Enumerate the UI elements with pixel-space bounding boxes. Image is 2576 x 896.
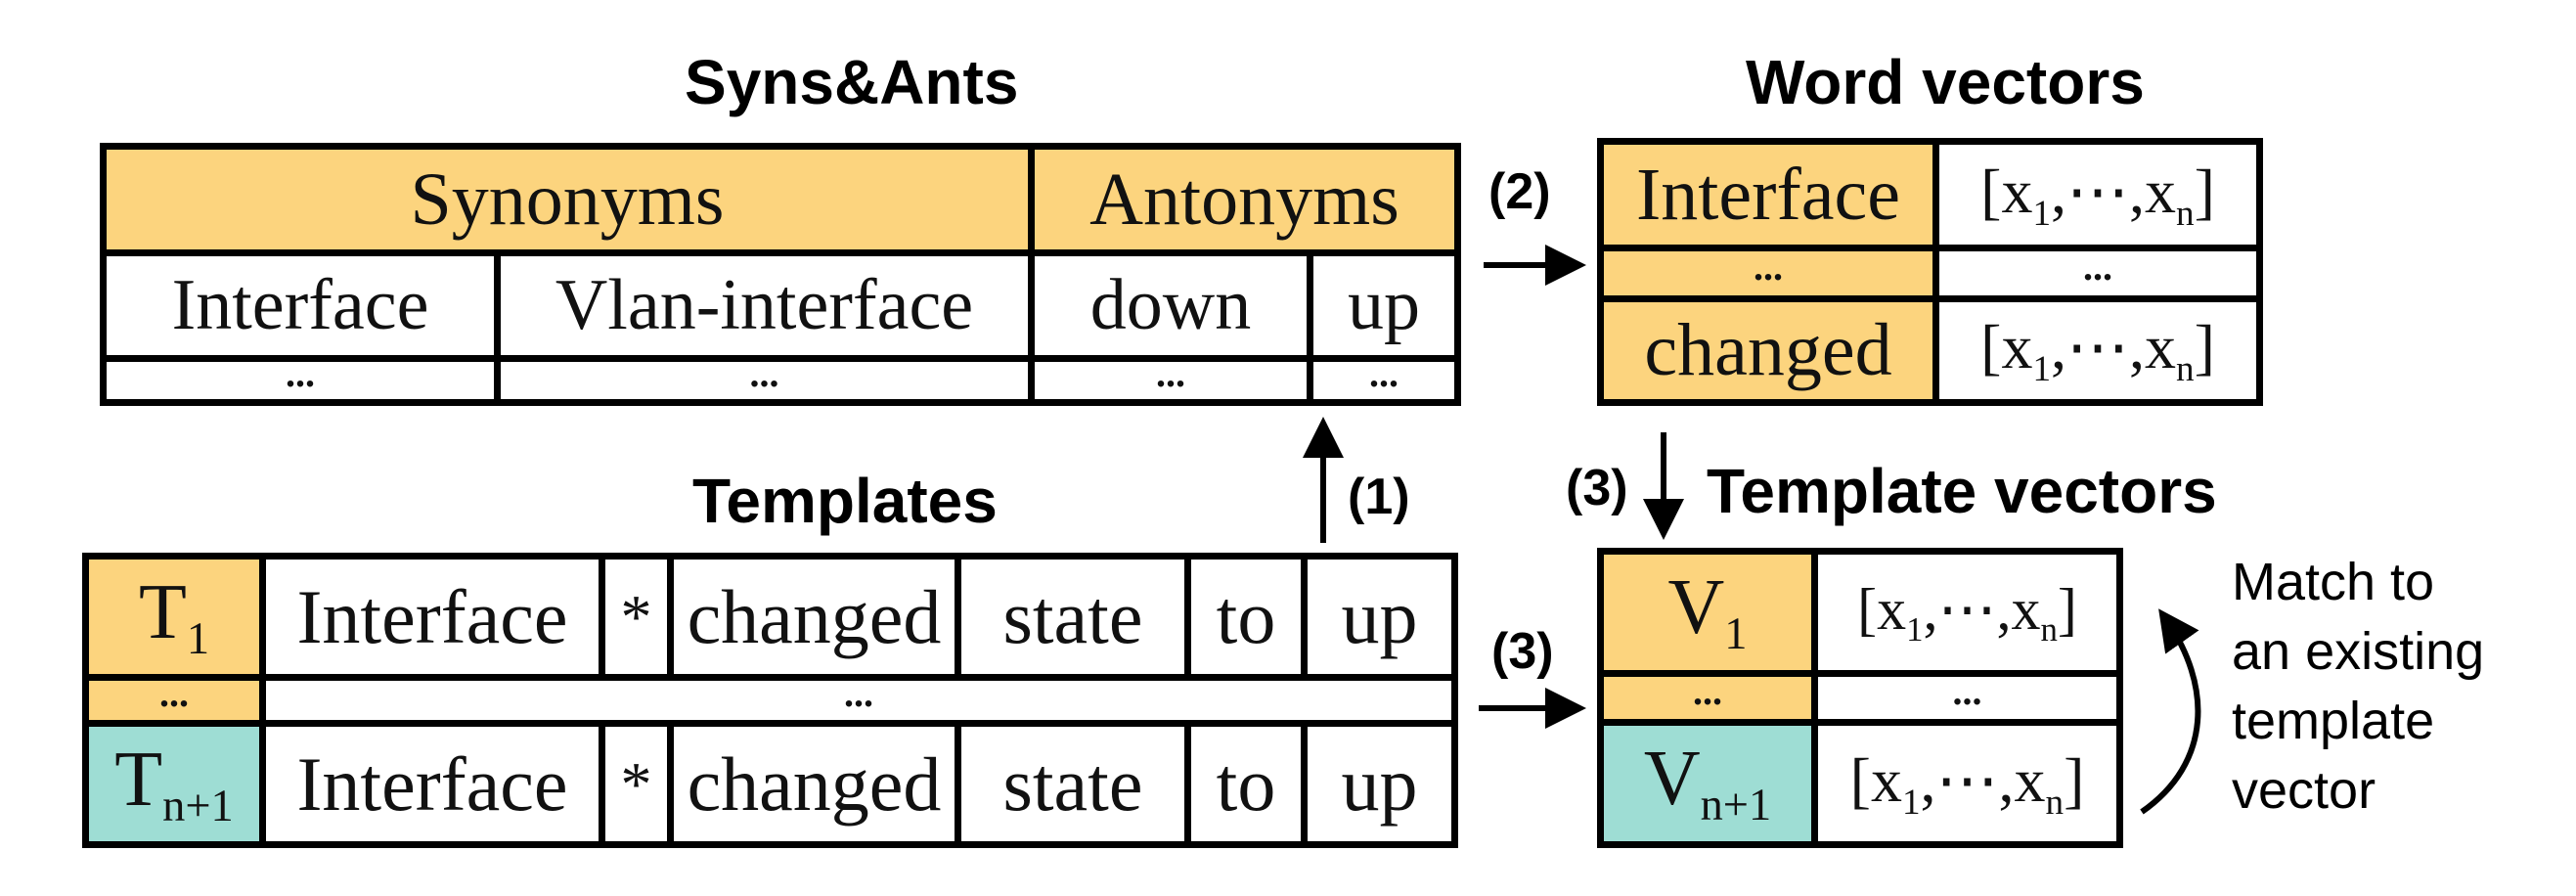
- template-token-cell: state: [961, 727, 1191, 841]
- vector-text: [x1,⋯,xn]: [1980, 156, 2215, 234]
- match-note: Match to an existing template vector: [2232, 548, 2484, 826]
- template-token-cell: *: [605, 560, 674, 681]
- antonym-cell: up: [1313, 256, 1454, 362]
- template-vector-id-text: V1: [1667, 564, 1748, 660]
- syns-ants-title: Syns&Ants: [685, 47, 1019, 117]
- ellipsis-text: ...: [1952, 677, 1982, 713]
- word-vectors-table: Interface [x1,⋯,xn] ... ... changed [x1,…: [1597, 138, 2263, 406]
- template-token-cell: up: [1341, 740, 1418, 827]
- synonym-cell: Vlan-interface: [501, 256, 1035, 362]
- template-token-cell: to: [1191, 560, 1308, 681]
- ellipsis-cell: ...: [1035, 362, 1313, 399]
- template-token-cell: up: [1308, 560, 1451, 681]
- template-vector-ellipsis-cell: ...: [1604, 677, 1818, 726]
- synonym-cell: Interface: [107, 256, 501, 362]
- template-ellipsis-cell: ...: [89, 681, 266, 727]
- antonym-cell: down: [1035, 256, 1313, 362]
- templates-table: T1 Interface * changed state to up ... .…: [82, 553, 1458, 848]
- word-cell: Interface: [1604, 145, 1939, 251]
- ellipsis-text: ...: [1156, 362, 1185, 395]
- template-vector-ellipsis-cell: ...: [1818, 677, 2116, 726]
- match-note-line: vector: [2232, 761, 2376, 820]
- vector-ellipsis-cell: ...: [1939, 251, 2256, 302]
- ellipsis-text: ...: [286, 362, 315, 395]
- template-id-text: Tn+1: [114, 736, 234, 832]
- ellipsis-text: ...: [844, 681, 873, 715]
- template-vectors-table: V1 [x1,⋯,xn] ... ... Vn+1 [x1,⋯,xn]: [1597, 548, 2123, 848]
- word-vector-cell: [x1,⋯,xn]: [1939, 145, 2256, 251]
- template-token-cell: Interface: [266, 727, 605, 841]
- template-vector-id-cell: V1: [1604, 555, 1818, 677]
- syns-ants-table: Synonyms Antonyms Interface Vlan-interfa…: [100, 143, 1461, 406]
- template-vector-id-cell-new: Vn+1: [1604, 726, 1818, 841]
- template-vector-cell: [x1,⋯,xn]: [1818, 555, 2116, 677]
- templates-title: Templates: [692, 466, 998, 536]
- match-curved-arrow: [2140, 608, 2201, 815]
- template-token-cell: changed: [674, 560, 961, 681]
- step3-label-top: (3): [1566, 460, 1628, 516]
- match-note-line: Match to: [2232, 553, 2435, 611]
- vector-text: [x1,⋯,xn]: [1857, 576, 2077, 650]
- ellipsis-cell: ...: [1313, 362, 1454, 399]
- template-token-cell: changed: [674, 727, 961, 841]
- word-ellipsis-cell: ...: [1604, 251, 1939, 302]
- ellipsis-cell: ...: [107, 362, 501, 399]
- template-token-cell: *: [605, 727, 674, 841]
- template-token-cell: to: [1191, 727, 1308, 841]
- template-vectors-title: Template vectors: [1707, 456, 2217, 526]
- step2-label: (2): [1488, 163, 1551, 220]
- ellipsis-text: ...: [2083, 251, 2112, 289]
- match-note-line: template: [2232, 692, 2435, 750]
- template-ellipsis-cell: ...: [266, 681, 1451, 727]
- word-vectors-title: Word vectors: [1746, 47, 2145, 117]
- template-token-cell: state: [961, 560, 1191, 681]
- step3-label-bottom: (3): [1491, 623, 1554, 680]
- ellipsis-text: ...: [1693, 677, 1722, 713]
- template-token-cell: Interface: [266, 560, 605, 681]
- ellipsis-text: ...: [1369, 362, 1399, 395]
- word-vector-cell: [x1,⋯,xn]: [1939, 302, 2256, 399]
- template-id-cell-new: Tn+1: [89, 727, 266, 841]
- antonyms-header: Antonyms: [1035, 150, 1454, 256]
- template-id-cell: T1: [89, 560, 266, 681]
- template-vector-cell: [x1,⋯,xn]: [1818, 726, 2116, 841]
- vector-text: [x1,⋯,xn]: [1849, 744, 2085, 823]
- template-id-text: T1: [138, 568, 210, 665]
- vector-text: [x1,⋯,xn]: [1980, 312, 2215, 389]
- word-cell: changed: [1604, 302, 1939, 399]
- synonyms-header: Synonyms: [107, 150, 1035, 256]
- ellipsis-text: ...: [749, 362, 779, 395]
- ellipsis-text: ...: [1754, 251, 1783, 289]
- ellipsis-cell: ...: [501, 362, 1035, 399]
- step1-label: (1): [1348, 469, 1410, 525]
- match-note-line: an existing: [2232, 622, 2485, 681]
- ellipsis-text: ...: [159, 681, 189, 715]
- template-vector-id-text: Vn+1: [1643, 736, 1772, 831]
